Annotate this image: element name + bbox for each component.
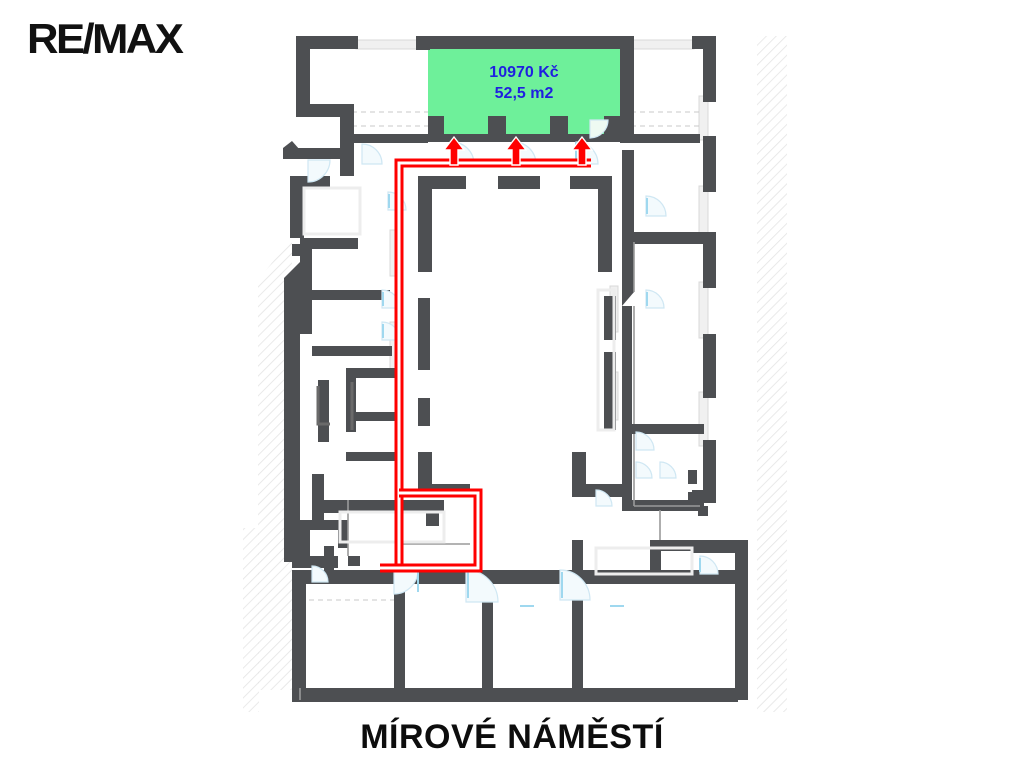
route-arrow (442, 135, 466, 166)
faint-outlines (302, 186, 694, 576)
site-hatching (243, 36, 787, 712)
route-arrow (504, 135, 528, 166)
location-caption: MÍROVÉ NÁMĚSTÍ (360, 718, 664, 756)
route-arrow (570, 135, 594, 166)
access-route[interactable] (380, 135, 594, 573)
thin-partitions (299, 242, 700, 700)
door-leaf-marks (382, 142, 701, 607)
remax-logo: RE/MAX (27, 15, 184, 62)
